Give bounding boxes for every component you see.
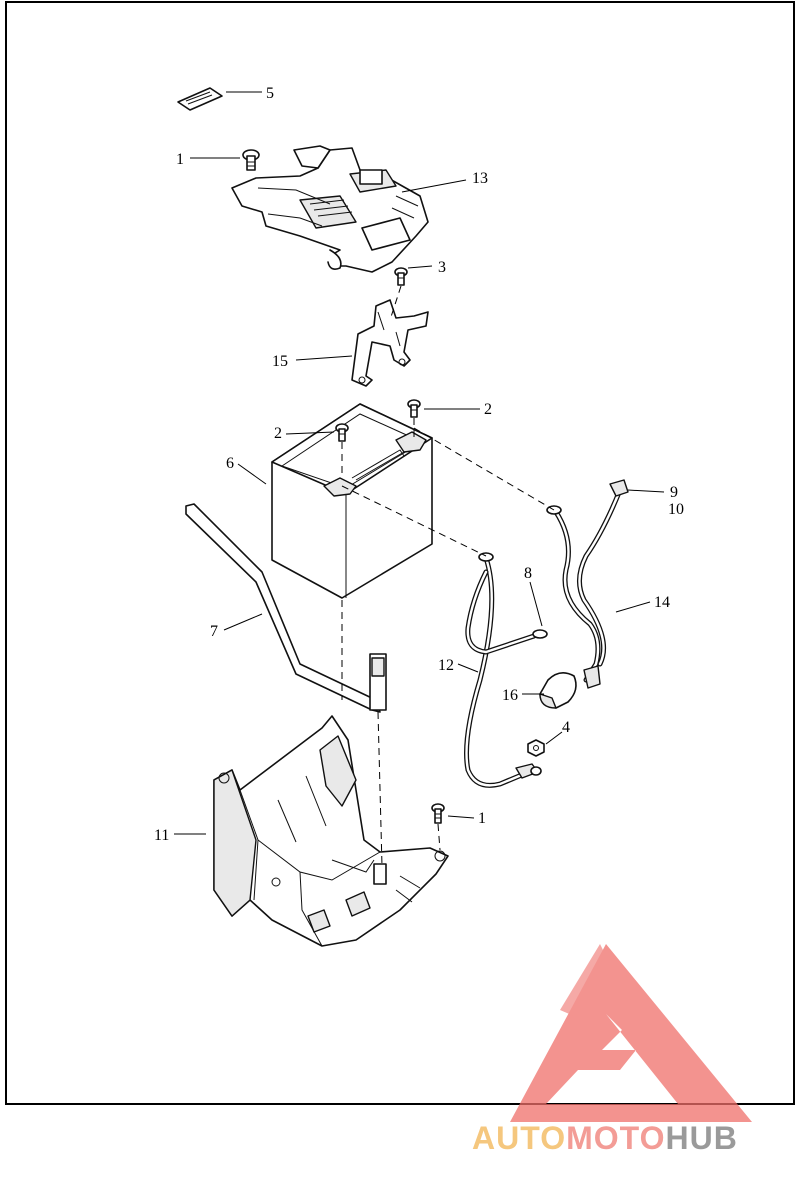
callout-12: 12 xyxy=(438,657,454,674)
part-6-battery xyxy=(271,403,433,599)
part-5-label xyxy=(177,87,223,111)
callout-15: 15 xyxy=(272,353,288,370)
part-4-nut xyxy=(527,739,545,757)
callout-11: 11 xyxy=(154,827,169,844)
part-2-bolt-left xyxy=(335,423,349,442)
part-1-screw-bottom xyxy=(431,803,445,824)
callout-5: 5 xyxy=(266,85,274,102)
callout-4: 4 xyxy=(562,719,570,736)
watermark-text: AUTOMOTOHUB xyxy=(472,1120,738,1156)
callout-6: 6 xyxy=(226,455,234,472)
watermark-triangle xyxy=(510,944,752,1122)
part-14-battery-cable xyxy=(546,479,629,689)
part-16-terminal-cover xyxy=(539,672,577,709)
part-11-battery-tray xyxy=(213,715,449,947)
part-13-electrical-bracket xyxy=(231,145,429,273)
watermark-hub: HUB xyxy=(665,1120,737,1156)
part-2-bolt-right xyxy=(407,399,421,418)
watermark-logo xyxy=(510,944,752,1122)
part-7-strap xyxy=(185,503,387,713)
part-15-bracket xyxy=(351,299,429,387)
callout-8: 8 xyxy=(524,565,532,582)
callout-2-left: 2 xyxy=(274,425,282,442)
callout-9: 9 xyxy=(670,484,678,501)
callout-1-bottom: 1 xyxy=(478,810,486,827)
diagram-frame xyxy=(5,1,795,1105)
assembly-lines xyxy=(341,285,555,867)
callout-14: 14 xyxy=(654,594,670,611)
part-1-screw-top xyxy=(242,149,260,171)
watermark-moto: MOTO xyxy=(566,1120,665,1156)
leader-lines xyxy=(174,91,665,835)
callout-2-right: 2 xyxy=(484,401,492,418)
callout-10: 10 xyxy=(668,501,684,518)
callouts: 5 1 13 3 15 2 2 6 9 10 8 14 7 12 16 4 1 … xyxy=(154,85,684,844)
callout-13: 13 xyxy=(472,170,488,187)
watermark-auto: AUTO xyxy=(472,1120,566,1156)
part-12-battery-cable xyxy=(464,552,548,788)
callout-1-top: 1 xyxy=(176,151,184,168)
part-3-screw xyxy=(394,267,408,286)
callout-7: 7 xyxy=(210,623,218,640)
callout-16: 16 xyxy=(502,687,518,704)
callout-3: 3 xyxy=(438,259,446,276)
